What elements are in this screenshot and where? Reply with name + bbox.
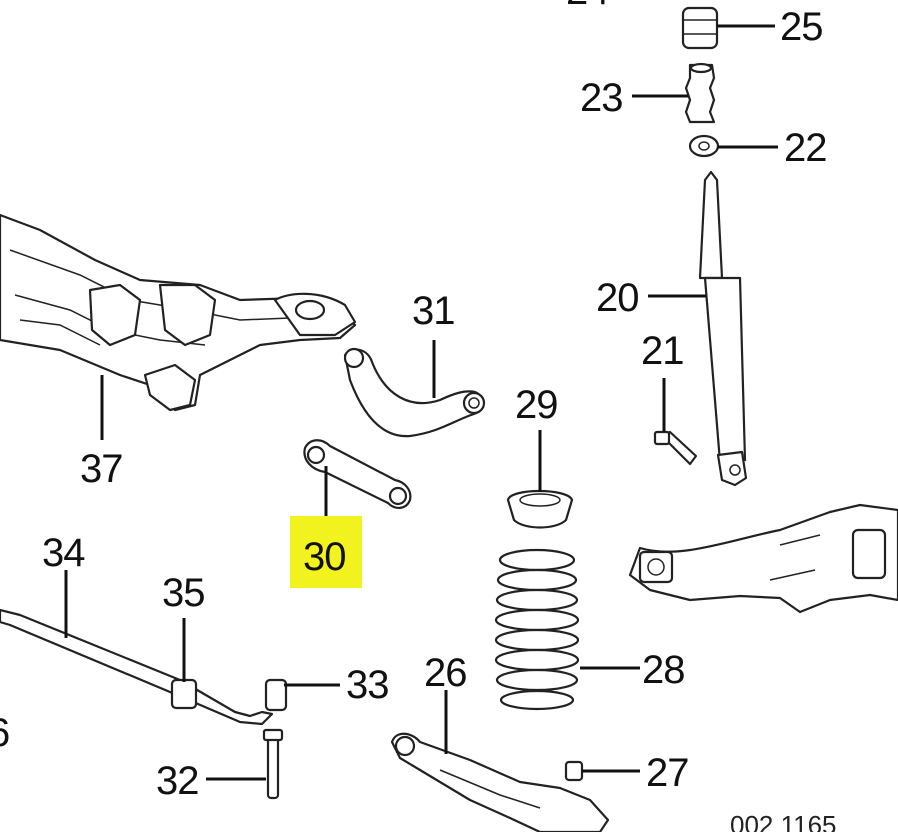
part-29-spring-seat[interactable] (506, 489, 574, 529)
callout-21: 21 (641, 329, 684, 373)
part-31-upper-control-arm[interactable] (343, 347, 486, 438)
callout-labels: 24 25 23 22 20 21 31 29 37 30 34 35 33 2… (0, 0, 837, 832)
part-25-top-mount[interactable] (681, 6, 719, 50)
part-32-stabilizer-link[interactable] (262, 728, 284, 800)
drawing-code: 002 1165 (730, 810, 837, 832)
part-21-bolt[interactable] (653, 430, 698, 466)
part-35-bushing[interactable] (170, 678, 198, 710)
callout-6-partial: 6 (0, 711, 9, 755)
callout-31: 31 (412, 289, 455, 333)
wheel-carrier (628, 503, 898, 614)
part-27-cap[interactable] (564, 760, 584, 782)
callout-29: 29 (515, 383, 558, 427)
callout-20: 20 (596, 276, 639, 320)
callout-37: 37 (80, 447, 123, 491)
callout-34: 34 (42, 531, 85, 575)
callout-22: 22 (784, 126, 827, 170)
part-30-trailing-link[interactable] (303, 439, 412, 509)
leader-lines (64, 24, 778, 781)
part-26-lower-control-arm[interactable] (390, 732, 610, 832)
part-20-shock-absorber[interactable] (698, 170, 748, 487)
part-23-bump-stop[interactable] (684, 62, 716, 124)
callout-32: 32 (156, 759, 199, 803)
callout-30: 30 (303, 535, 346, 579)
part-22-washer[interactable] (688, 134, 720, 158)
callout-23: 23 (580, 76, 623, 120)
highlight-box (290, 516, 362, 588)
callout-25: 25 (780, 5, 823, 49)
callout-27: 27 (646, 751, 689, 795)
callout-24-partial: 24 (566, 0, 609, 13)
callout-26: 26 (424, 651, 467, 695)
part-37-subframe[interactable] (0, 213, 357, 412)
callout-28: 28 (642, 648, 685, 692)
part-34-stabilizer-bar[interactable] (0, 608, 274, 726)
callout-33: 33 (346, 663, 389, 707)
part-28-coil-spring[interactable] (494, 548, 580, 711)
part-33-link-bushing[interactable] (264, 678, 288, 712)
callout-35: 35 (162, 571, 205, 615)
